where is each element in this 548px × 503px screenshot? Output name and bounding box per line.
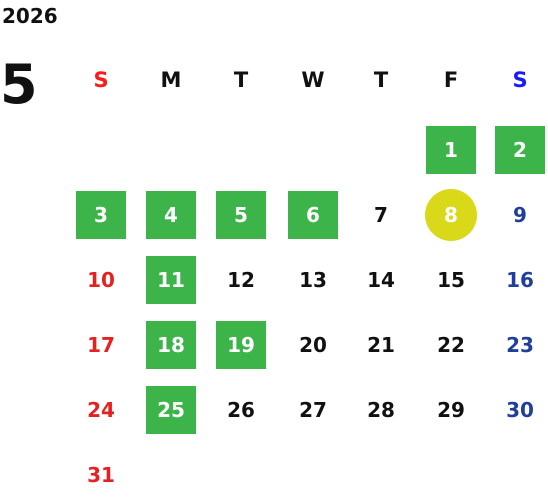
day-cell[interactable]: 25 <box>146 386 196 434</box>
day-cell[interactable]: 29 <box>437 398 465 422</box>
day-cell[interactable]: 14 <box>367 268 395 292</box>
weekday-header: S <box>93 68 109 92</box>
day-cell[interactable]: 17 <box>87 333 115 357</box>
month-label: 5 <box>0 53 38 116</box>
day-cell[interactable]: 16 <box>506 268 534 292</box>
day-cell[interactable]: 28 <box>367 398 395 422</box>
day-cell[interactable]: 6 <box>288 191 338 239</box>
day-cell[interactable]: 15 <box>437 268 465 292</box>
weekday-header: M <box>160 68 182 92</box>
day-cell[interactable]: 21 <box>367 333 395 357</box>
day-cell[interactable]: 20 <box>299 333 327 357</box>
day-cell[interactable]: 4 <box>146 191 196 239</box>
day-cell[interactable]: 18 <box>146 321 196 369</box>
day-cell[interactable]: 22 <box>437 333 465 357</box>
day-cell[interactable]: 26 <box>227 398 255 422</box>
day-cell[interactable]: 7 <box>374 203 388 227</box>
year-label: 2026 <box>2 4 58 28</box>
day-cell[interactable]: 11 <box>146 256 196 304</box>
day-cell[interactable]: 13 <box>299 268 327 292</box>
day-cell[interactable]: 9 <box>513 203 527 227</box>
day-cell[interactable]: 12 <box>227 268 255 292</box>
day-cell[interactable]: 27 <box>299 398 327 422</box>
weekday-header: T <box>373 68 389 92</box>
weekday-header: T <box>233 68 249 92</box>
day-cell[interactable]: 30 <box>506 398 534 422</box>
day-cell[interactable]: 19 <box>216 321 266 369</box>
day-cell[interactable]: 5 <box>216 191 266 239</box>
day-cell[interactable]: 23 <box>506 333 534 357</box>
day-cell[interactable]: 24 <box>87 398 115 422</box>
today-day-cell[interactable]: 8 <box>425 189 477 241</box>
day-cell[interactable]: 2 <box>495 126 545 174</box>
day-cell[interactable]: 10 <box>87 268 115 292</box>
day-cell[interactable]: 3 <box>76 191 126 239</box>
day-cell[interactable]: 31 <box>87 463 115 487</box>
weekday-header: F <box>443 68 459 92</box>
day-cell[interactable]: 1 <box>426 126 476 174</box>
weekday-header: W <box>301 68 325 92</box>
weekday-header: S <box>512 68 528 92</box>
